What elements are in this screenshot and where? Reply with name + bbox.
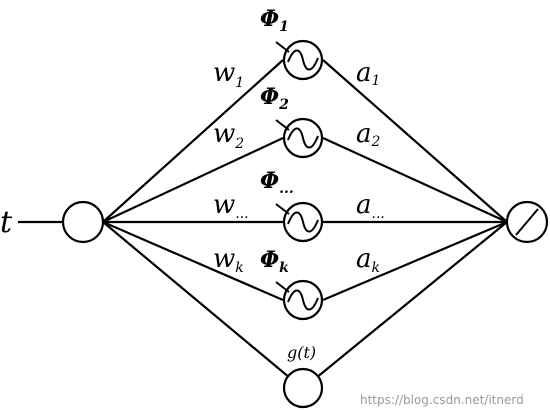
amplitude-label-1: a1 [356,58,380,89]
watermark: https://blog.csdn.net/itnerd [360,393,524,407]
weight-label-1: w1 [213,58,244,91]
input-label: t [0,205,13,240]
phase-tick-1 [275,41,290,53]
phase-label-4: Φk [260,247,289,276]
sine-wave-icon [287,127,319,149]
edge-input-hidden-1 [102,59,284,223]
phase-label-1: Φ1 [260,6,289,35]
sine-wave-icon [287,49,319,71]
edge-hidden-4-output [322,220,508,302]
amplitude-label-3: a... [356,190,385,222]
sine-wave-icon [287,211,319,233]
phase-label-3: Φ... [260,168,294,197]
trend-node [282,367,324,409]
phase-label-2: Φ2 [260,84,289,113]
edge-trend-output [315,221,508,379]
sine-wave-icon [287,289,319,311]
weight-label-2: w2 [213,119,244,152]
amplitude-label-4: ak [356,244,380,276]
phase-tick-4 [275,281,290,293]
trend-node-label: g(t) [287,343,316,362]
edge-input-trend [102,221,291,379]
edge-input-hidden-2 [102,137,284,223]
weight-label-3: w... [213,190,249,222]
weight-label-4: wk [213,244,244,276]
input-node [61,200,105,244]
edge-hidden-2-output [322,136,508,224]
phase-tick-2 [275,119,290,131]
edge-hidden-1-output [322,59,508,223]
amplitude-label-2: a2 [356,119,381,150]
edge-input-hidden-4 [102,220,284,302]
phase-tick-3 [275,203,290,215]
output-slash-icon [515,208,539,236]
